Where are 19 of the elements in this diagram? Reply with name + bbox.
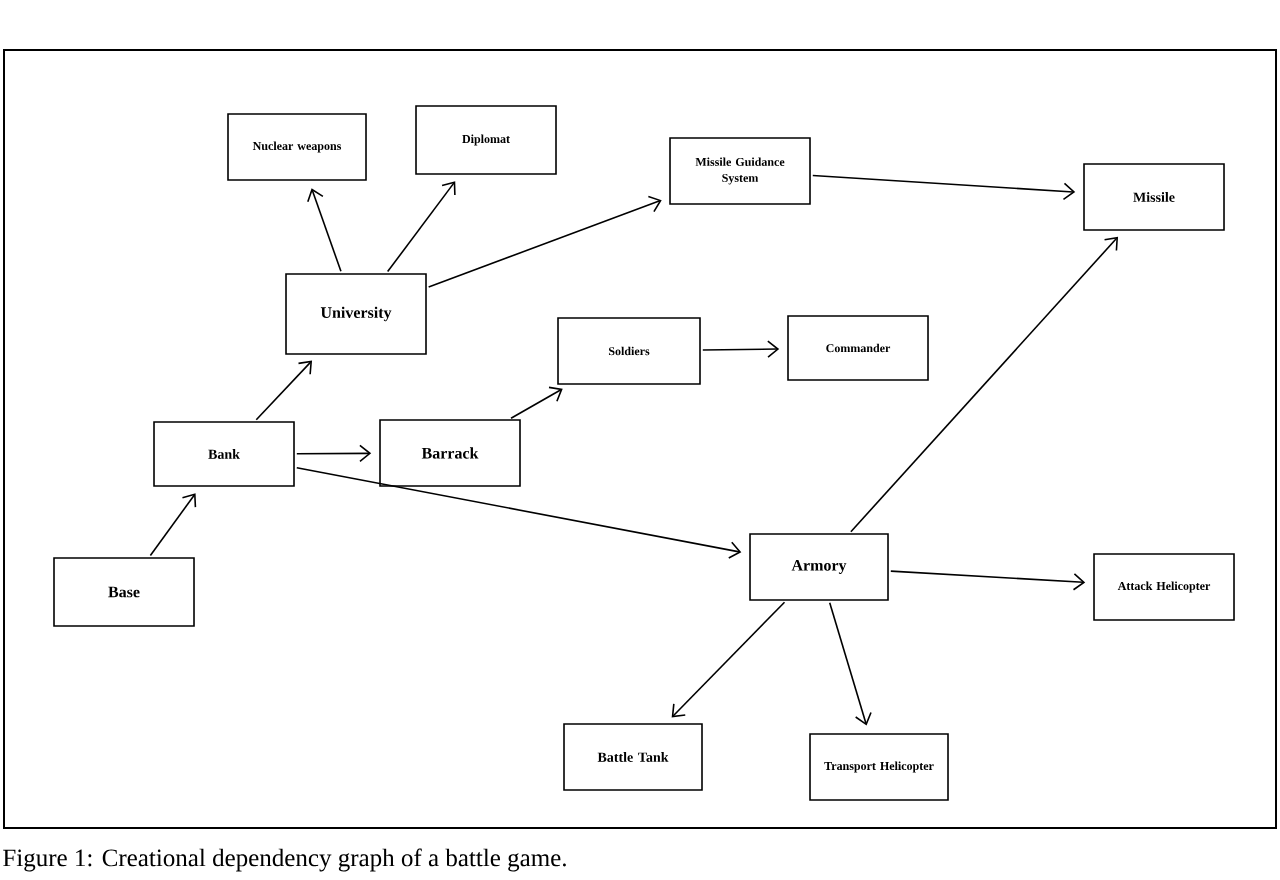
- arrow: [812, 174, 1076, 201]
- arrow: [307, 188, 342, 273]
- arrow: [295, 467, 742, 559]
- process-box: Base: [53, 557, 195, 627]
- arrow: [828, 601, 872, 726]
- arrow: [427, 195, 662, 288]
- arrow: [386, 181, 456, 273]
- arrow: [149, 493, 197, 557]
- caption: Figure 1: Creational dependency graph of a battle game.: [3, 848, 566, 872]
- process-box: Barrack: [379, 419, 521, 487]
- process-box: University: [285, 273, 427, 355]
- arrow: [702, 340, 780, 358]
- arrow: [255, 360, 313, 421]
- arrow: [510, 386, 563, 419]
- process-box: Armory: [749, 533, 889, 601]
- arrow: [890, 570, 1086, 591]
- arrow: [850, 236, 1119, 533]
- arrow: [671, 601, 786, 718]
- arrow: [296, 444, 372, 463]
